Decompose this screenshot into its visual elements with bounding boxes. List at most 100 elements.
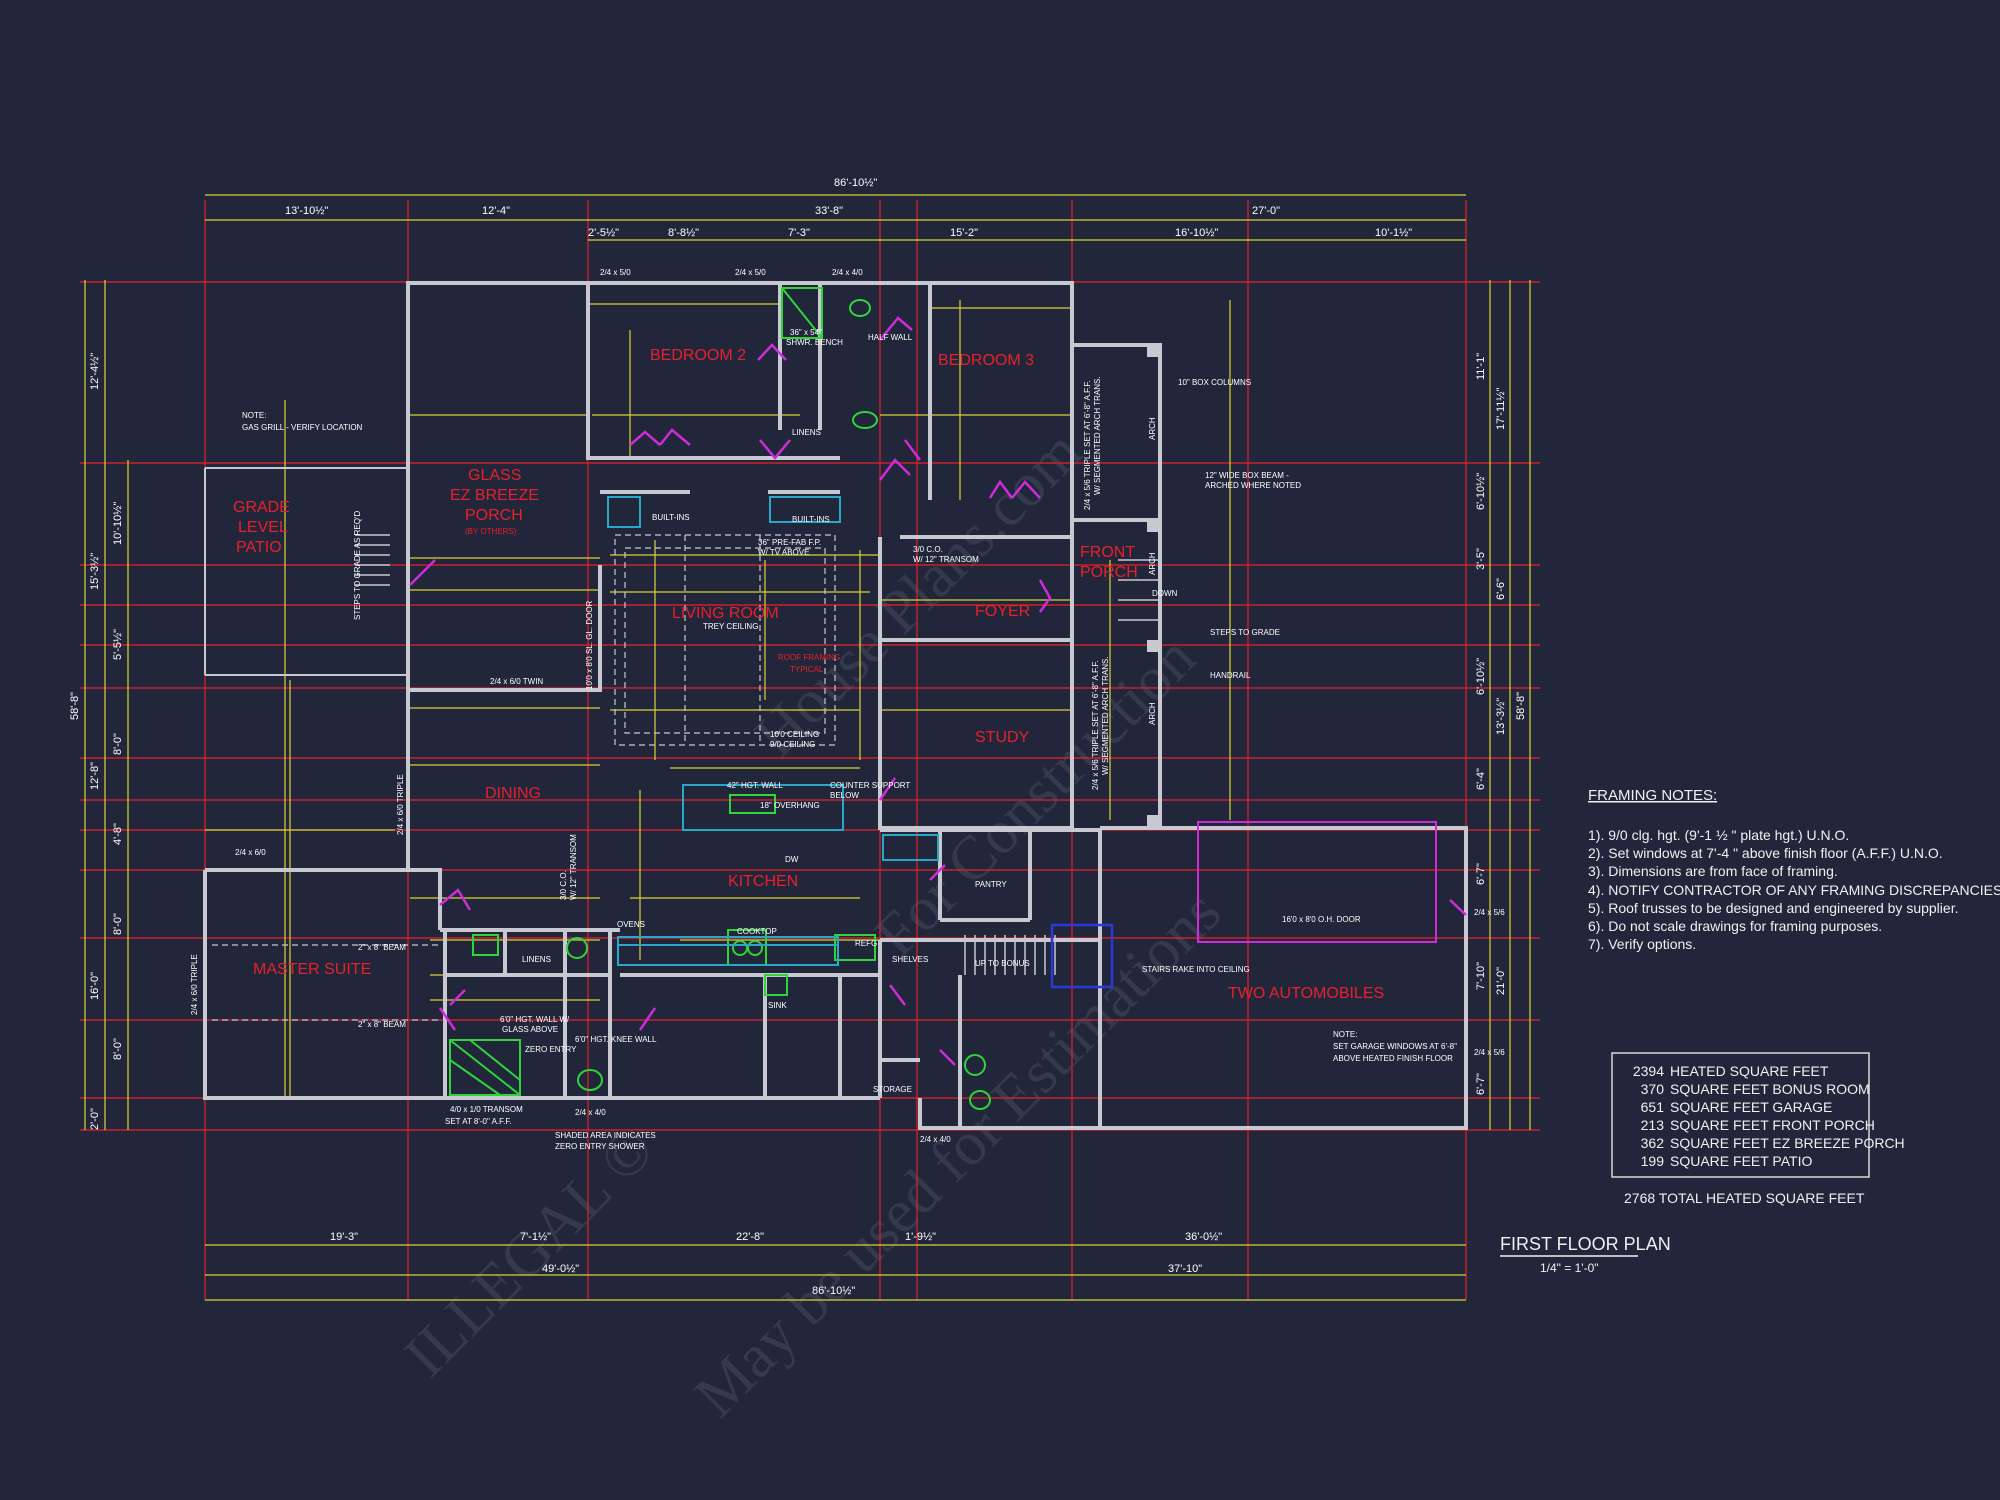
- note-box-columns: 10" BOX COLUMNS: [1178, 378, 1251, 387]
- dim-top-total: 86'-10½": [834, 177, 877, 189]
- area-value: 199: [1641, 1153, 1665, 1169]
- room-dining: DINING: [485, 785, 541, 802]
- dim-bottom-sub: 37'-10": [1168, 1263, 1202, 1275]
- stairs: [355, 534, 1160, 975]
- area-value: 213: [1641, 1117, 1665, 1133]
- area-table-border: [1611, 1052, 1870, 1178]
- note-co-transom: 3/0 C.O.: [559, 870, 568, 900]
- dim-right: 17'-11½": [1495, 387, 1507, 430]
- note-fireplace: W/ TV ABOVE: [758, 548, 809, 557]
- room-storage: STORAGE: [873, 1085, 912, 1094]
- note-steps-grade: STEPS TO GRADE AS REQ'D: [353, 511, 362, 620]
- plan-scale: 1/4" = 1'-0": [1540, 1261, 1599, 1275]
- room-master-suite: MASTER SUITE: [253, 961, 371, 978]
- dim-top: 27'-0": [1252, 205, 1280, 217]
- note-box-beam: 12" WIDE BOX BEAM -: [1205, 471, 1289, 480]
- dim-bottom-total: 86'-10½": [812, 1285, 855, 1297]
- note-hgt-wall: 42" HGT. WALL: [727, 781, 783, 790]
- framing-note: 1). 9/0 clg. hgt. (9'-1 ½ " plate hgt.) …: [1588, 827, 1849, 843]
- dim-left: 58'-8": [69, 692, 81, 720]
- room-glass-porch: GLASS: [468, 467, 521, 484]
- framing-note: 3). Dimensions are from face of framing.: [1588, 863, 1838, 879]
- dim-right: 7'-10": [1475, 962, 1487, 990]
- note-window: 2/4 x 4/0: [832, 268, 863, 277]
- note-co: W/ 12" TRANSOM: [913, 555, 979, 564]
- note-sl-door: 10'0 x 8'0 SL. GL. DOOR: [585, 600, 594, 690]
- note-sink: SINK: [768, 1001, 787, 1010]
- dim-left: 2'-0": [89, 1108, 101, 1130]
- note-arch: ARCH: [1148, 702, 1157, 725]
- note-triple-window: 2/4 x 6/0 TRIPLE: [396, 774, 405, 835]
- room-glass-porch-sub: (BY OTHERS): [465, 527, 517, 536]
- trey-ceiling: [212, 534, 836, 1021]
- note-box-beam: ARCHED WHERE NOTED: [1205, 481, 1301, 490]
- area-value: 651: [1641, 1099, 1665, 1115]
- room-study: STUDY: [975, 729, 1030, 746]
- framing-note: 5). Roof trusses to be designed and engi…: [1588, 900, 1958, 916]
- dim-bottom: 36'-0½": [1185, 1231, 1222, 1243]
- room-labels: BEDROOM 2 BEDROOM 3 GLASS EZ BREEZE PORC…: [233, 347, 1384, 1094]
- dim-right: 6'-6": [1495, 578, 1507, 600]
- note-transom: SET AT 8'-0" A.F.F.: [445, 1117, 512, 1126]
- dim-top-sub: 15'-2": [950, 227, 978, 239]
- note-window: 2/4 x 5/6: [1474, 1048, 1505, 1057]
- room-glass-porch: EZ BREEZE: [450, 487, 539, 504]
- note-half-wall: HALF WALL: [868, 333, 913, 342]
- note-up-bonus: UP TO BONUS: [975, 959, 1030, 968]
- note-steps-to-grade: STEPS TO GRADE: [1210, 628, 1280, 637]
- note-transom: 4/0 x 1/0 TRANSOM: [450, 1105, 523, 1114]
- area-label: SQUARE FEET FRONT PORCH: [1670, 1117, 1875, 1133]
- note-garage: NOTE:: [1333, 1030, 1357, 1039]
- room-garage: TWO AUTOMOBILES: [1228, 985, 1384, 1002]
- cabinets: [607, 496, 939, 966]
- dim-top-sub: 7'-3": [788, 227, 810, 239]
- room-patio: PATIO: [236, 539, 282, 556]
- note-shaded: ZERO ENTRY SHOWER: [555, 1142, 645, 1151]
- dim-left: 4'-8": [112, 823, 124, 845]
- note-linens: LINENS: [792, 428, 821, 437]
- note-grill: GAS GRILL - VERIFY LOCATION: [242, 423, 363, 432]
- dim-left: 8'-0": [112, 733, 124, 755]
- room-patio: GRADE: [233, 499, 290, 516]
- framing-note: 7). Verify options.: [1588, 936, 1696, 952]
- room-pantry: PANTRY: [975, 880, 1007, 889]
- note-window: 2/4 x 5/0: [600, 268, 631, 277]
- note-dw: DW: [785, 855, 799, 864]
- dim-bottom: 19'-3": [330, 1231, 358, 1243]
- dim-top-sub: 16'-10½": [1175, 227, 1218, 239]
- dim-right: 21'-0": [1495, 967, 1507, 995]
- dim-left: 10'-10½": [112, 502, 124, 545]
- note-trey-ceiling: TREY CEILING: [703, 622, 758, 631]
- dim-left: 5'-5½": [112, 629, 124, 660]
- garage-door-outline: [1197, 821, 1437, 943]
- note-counter: COUNTER SUPPORT: [830, 781, 910, 790]
- note-ceiling: 9/0 CEILING: [770, 740, 815, 749]
- note-stairs-ceiling: STAIRS RAKE INTO CEILING: [1142, 965, 1250, 974]
- note-shower: SHWR. BENCH: [786, 338, 843, 347]
- watermark-text: House Plans.com: [742, 417, 1095, 770]
- dim-top-sub: 2'-5½": [588, 227, 619, 239]
- note-down: DOWN: [1152, 589, 1178, 598]
- note-refg: REFG: [855, 939, 877, 948]
- plan-title-block: FIRST FLOOR PLAN 1/4" = 1'-0": [1500, 1234, 1671, 1275]
- note-roof-framing: TYPICAL: [790, 665, 824, 674]
- note-cooktop: COOKTOP: [737, 927, 777, 936]
- note-front-triple: 2/4 x 5/6 TRIPLE SET AT 6'-8" A.F.F.: [1083, 380, 1092, 510]
- area-label: HEATED SQUARE FEET: [1670, 1063, 1829, 1079]
- area-value: 370: [1641, 1081, 1665, 1097]
- dim-bottom-sub: 49'-0½": [542, 1263, 579, 1275]
- note-wall-glass: GLASS ABOVE: [502, 1025, 558, 1034]
- area-label: SQUARE FEET EZ BREEZE PORCH: [1670, 1135, 1905, 1151]
- dim-right: 13'-3½": [1495, 698, 1507, 735]
- room-patio: LEVEL: [238, 519, 288, 536]
- dim-bottom: 22'-8": [736, 1231, 764, 1243]
- room-glass-porch: PORCH: [465, 507, 523, 524]
- room-front-porch: PORCH: [1080, 564, 1138, 581]
- note-window: 2/4 x 5/6: [1474, 908, 1505, 917]
- plan-title: FIRST FLOOR PLAN: [1500, 1234, 1671, 1254]
- dim-right: 6'-7": [1475, 1073, 1487, 1095]
- note-co-transom: W/ 12" TRANSOM: [569, 834, 578, 900]
- watermark-text: May be used for Estimations: [682, 878, 1234, 1430]
- annotations: NOTE: GAS GRILL - VERIFY LOCATION STEPS …: [190, 268, 1505, 1151]
- room-front-porch: FRONT: [1080, 544, 1135, 561]
